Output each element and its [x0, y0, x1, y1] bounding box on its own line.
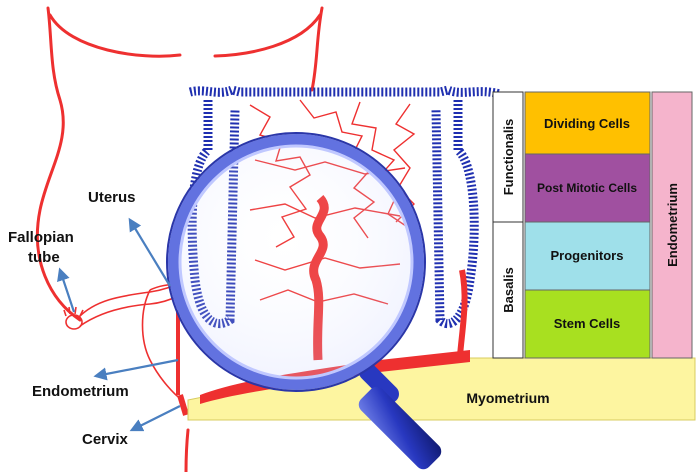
- label-functionalis: Functionalis: [501, 119, 516, 196]
- arrow-endometrium: [93, 358, 179, 381]
- label-progenitors: Progenitors: [551, 248, 624, 263]
- basalis-box: [492, 221, 524, 359]
- cell-layers: Dividing Cells Post Mitotic Cells Progen…: [524, 91, 651, 359]
- label-basalis: Basalis: [501, 267, 516, 313]
- label-fallopian-line2: tube: [28, 249, 60, 266]
- label-arrows: [57, 217, 181, 432]
- endometrium-bar: [651, 91, 693, 359]
- label-stem-cells: Stem Cells: [554, 316, 620, 331]
- arrow-uterus: [128, 217, 171, 287]
- label-cervix: Cervix: [82, 431, 129, 448]
- functionalis-box: [492, 91, 524, 223]
- uterus-sketch: [63, 281, 189, 416]
- arrow-cervix: [129, 405, 181, 432]
- magnifying-glass-icon: [166, 132, 442, 470]
- label-endometrium-left: Endometrium: [32, 383, 129, 400]
- label-myometrium: Myometrium: [466, 390, 549, 406]
- label-fallopian-line1: Fallopian: [8, 229, 74, 246]
- cell-box-stem-cells: [524, 289, 651, 359]
- cell-box-progenitors: [524, 221, 651, 291]
- label-uterus: Uterus: [88, 189, 136, 206]
- label-dividing-cells: Dividing Cells: [544, 116, 630, 131]
- label-post-mitotic-cells: Post Mitotic Cells: [537, 181, 637, 195]
- label-endometrium-right: Endometrium: [665, 183, 680, 267]
- body-outline: [35, 6, 324, 472]
- cell-box-dividing: [524, 91, 651, 155]
- arrow-fallopian: [57, 267, 76, 313]
